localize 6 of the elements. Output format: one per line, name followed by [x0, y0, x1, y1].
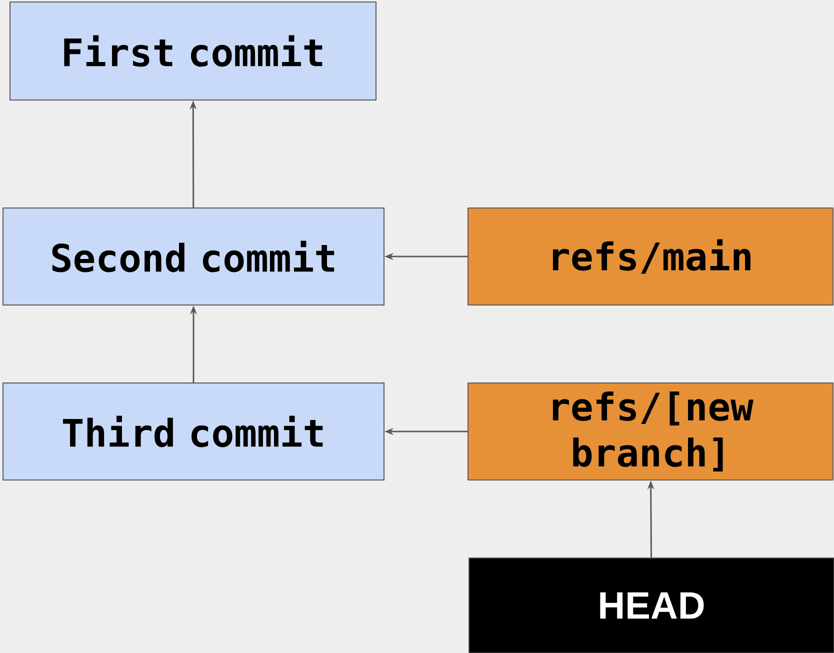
- commit-box: First commit: [10, 2, 376, 100]
- ref-box: refs/main: [468, 208, 834, 306]
- ref-box: refs/[new branch]: [468, 382, 834, 480]
- commit-box: Second commit: [2, 208, 384, 306]
- head-box: HEAD: [468, 558, 834, 653]
- commit-box: Third commit: [2, 382, 384, 480]
